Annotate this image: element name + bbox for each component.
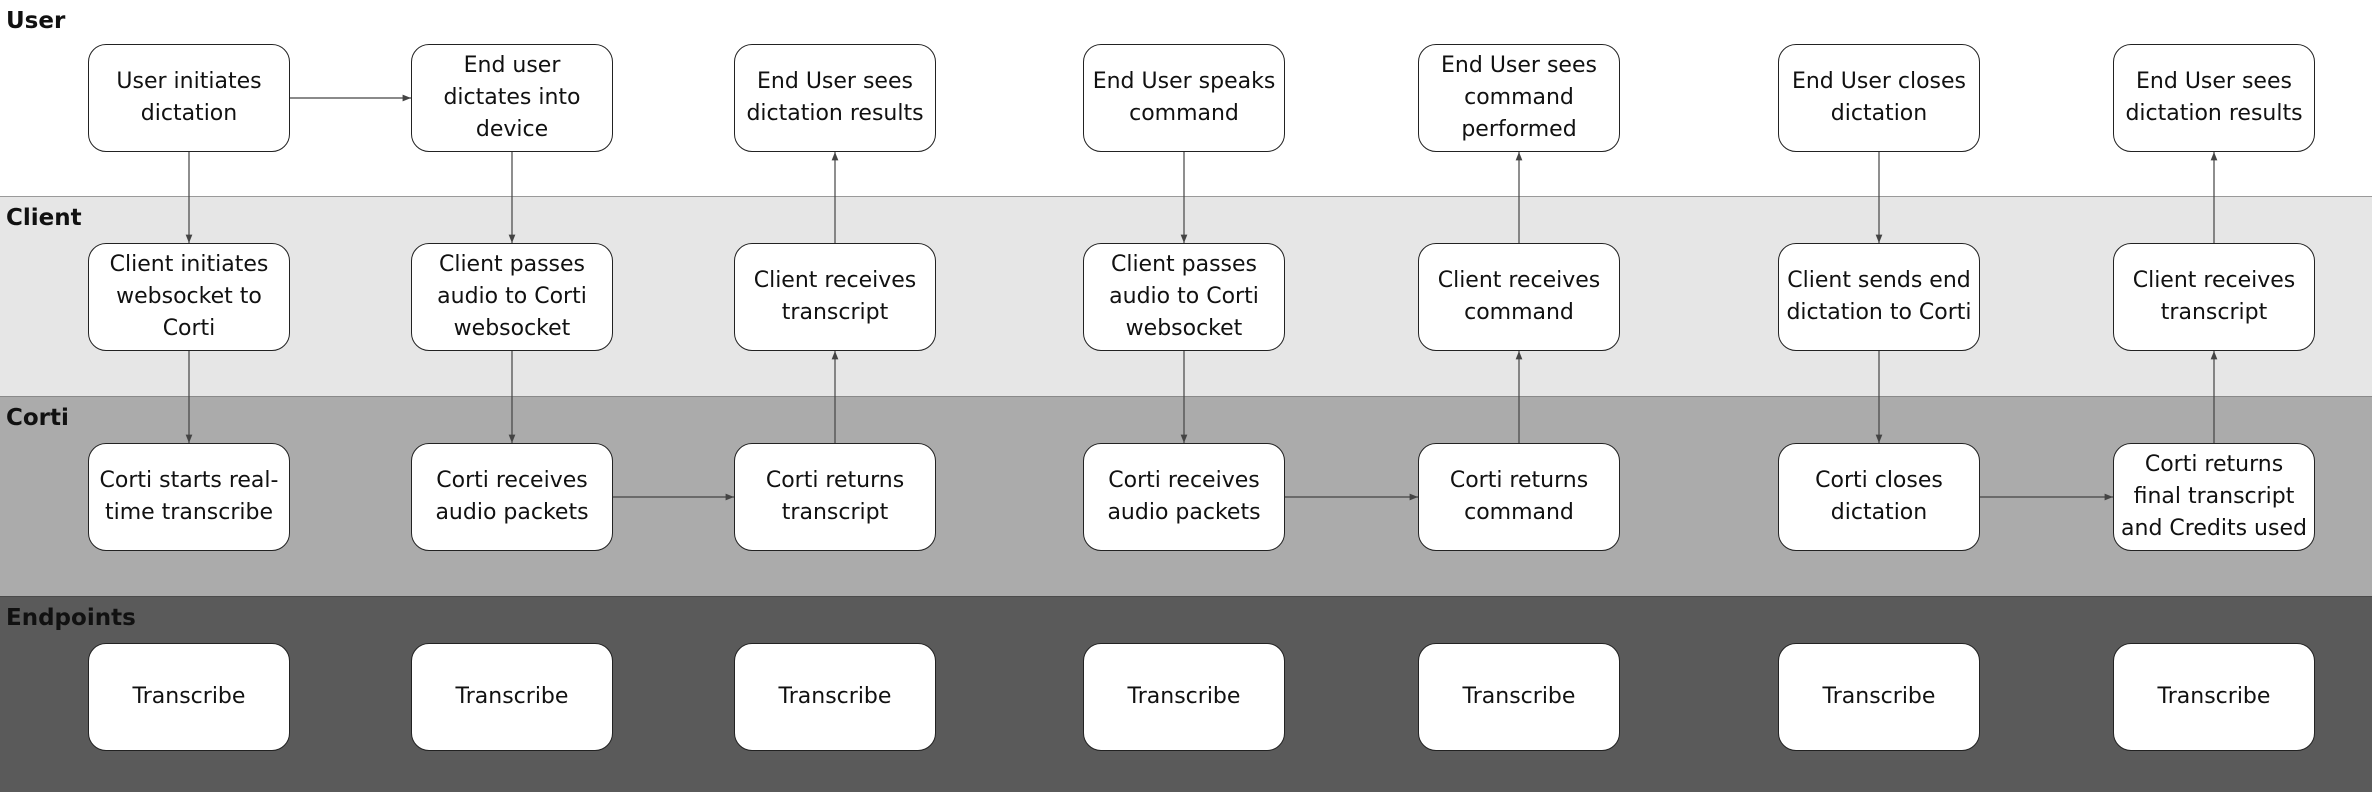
node-corti-returns-transcript: Corti returns transcript [734, 443, 936, 551]
node-user-dictates: End user dictates into device [411, 44, 613, 152]
node-label: Transcribe [132, 684, 246, 709]
node-label: Transcribe [778, 684, 892, 709]
node-label: End User sees dictation results [2125, 69, 2303, 126]
lane-label-endpoints: Endpoints [6, 605, 136, 631]
node-user-sees-final-results: End User sees dictation results [2113, 44, 2315, 152]
node-client-passes-audio-command: Client passes audio to Corti websocket [1083, 243, 1285, 351]
node-user-speaks-command: End User speaks command [1083, 44, 1285, 152]
node-label: Client receives command [1437, 268, 1601, 325]
node-label: Corti receives audio packets [1107, 468, 1261, 525]
node-user-sees-command: End User sees command performed [1418, 44, 1620, 152]
node-corti-starts-transcribe: Corti starts real-time transcribe [88, 443, 290, 551]
node-endpoint-transcribe: Transcribe [2113, 643, 2315, 751]
node-label: Transcribe [1822, 684, 1936, 709]
node-label: Corti returns final transcript and Credi… [2121, 452, 2307, 541]
node-label: Client passes audio to Corti websocket [1109, 252, 1259, 341]
node-label: Corti starts real-time transcribe [99, 468, 279, 525]
lane-label-corti: Corti [6, 405, 69, 431]
node-label: User initiates dictation [116, 69, 262, 126]
node-client-receives-final-transcript: Client receives transcript [2113, 243, 2315, 351]
node-label: End User sees dictation results [746, 69, 924, 126]
node-user-closes-dictation: End User closes dictation [1778, 44, 1980, 152]
node-user-initiates-dictation: User initiates dictation [88, 44, 290, 152]
node-label: Transcribe [2157, 684, 2271, 709]
node-endpoint-transcribe: Transcribe [734, 643, 936, 751]
node-label: Transcribe [1127, 684, 1241, 709]
node-endpoint-transcribe: Transcribe [88, 643, 290, 751]
node-endpoint-transcribe: Transcribe [1418, 643, 1620, 751]
node-label: Corti returns command [1449, 468, 1589, 525]
node-label: Corti returns transcript [765, 468, 905, 525]
node-client-receives-command: Client receives command [1418, 243, 1620, 351]
node-label: Corti receives audio packets [435, 468, 589, 525]
lane-label-client: Client [6, 205, 82, 231]
node-corti-receives-audio-command: Corti receives audio packets [1083, 443, 1285, 551]
node-label: End User sees command performed [1441, 53, 1597, 142]
node-endpoint-transcribe: Transcribe [411, 643, 613, 751]
node-corti-closes-dictation: Corti closes dictation [1778, 443, 1980, 551]
node-label: Corti closes dictation [1815, 468, 1943, 525]
node-user-sees-results: End User sees dictation results [734, 44, 936, 152]
node-label: Client initiates websocket to Corti [109, 252, 269, 341]
node-endpoint-transcribe: Transcribe [1083, 643, 1285, 751]
node-label: End User closes dictation [1791, 69, 1967, 126]
node-label: Transcribe [1462, 684, 1576, 709]
node-corti-returns-final-transcript: Corti returns final transcript and Credi… [2113, 443, 2315, 551]
lane-label-user: User [6, 8, 66, 34]
node-label: Client receives transcript [2132, 268, 2296, 325]
node-label: End user dictates into device [443, 53, 581, 142]
node-client-receives-transcript: Client receives transcript [734, 243, 936, 351]
node-label: End User speaks command [1092, 69, 1276, 126]
node-endpoint-transcribe: Transcribe [1778, 643, 1980, 751]
node-label: Client sends end dictation to Corti [1786, 268, 1972, 325]
node-corti-returns-command: Corti returns command [1418, 443, 1620, 551]
node-client-initiates-websocket: Client initiates websocket to Corti [88, 243, 290, 351]
node-client-sends-end-dictation: Client sends end dictation to Corti [1778, 243, 1980, 351]
node-corti-receives-audio: Corti receives audio packets [411, 443, 613, 551]
node-label: Transcribe [455, 684, 569, 709]
node-client-passes-audio: Client passes audio to Corti websocket [411, 243, 613, 351]
node-label: Client passes audio to Corti websocket [437, 252, 587, 341]
node-label: Client receives transcript [753, 268, 917, 325]
